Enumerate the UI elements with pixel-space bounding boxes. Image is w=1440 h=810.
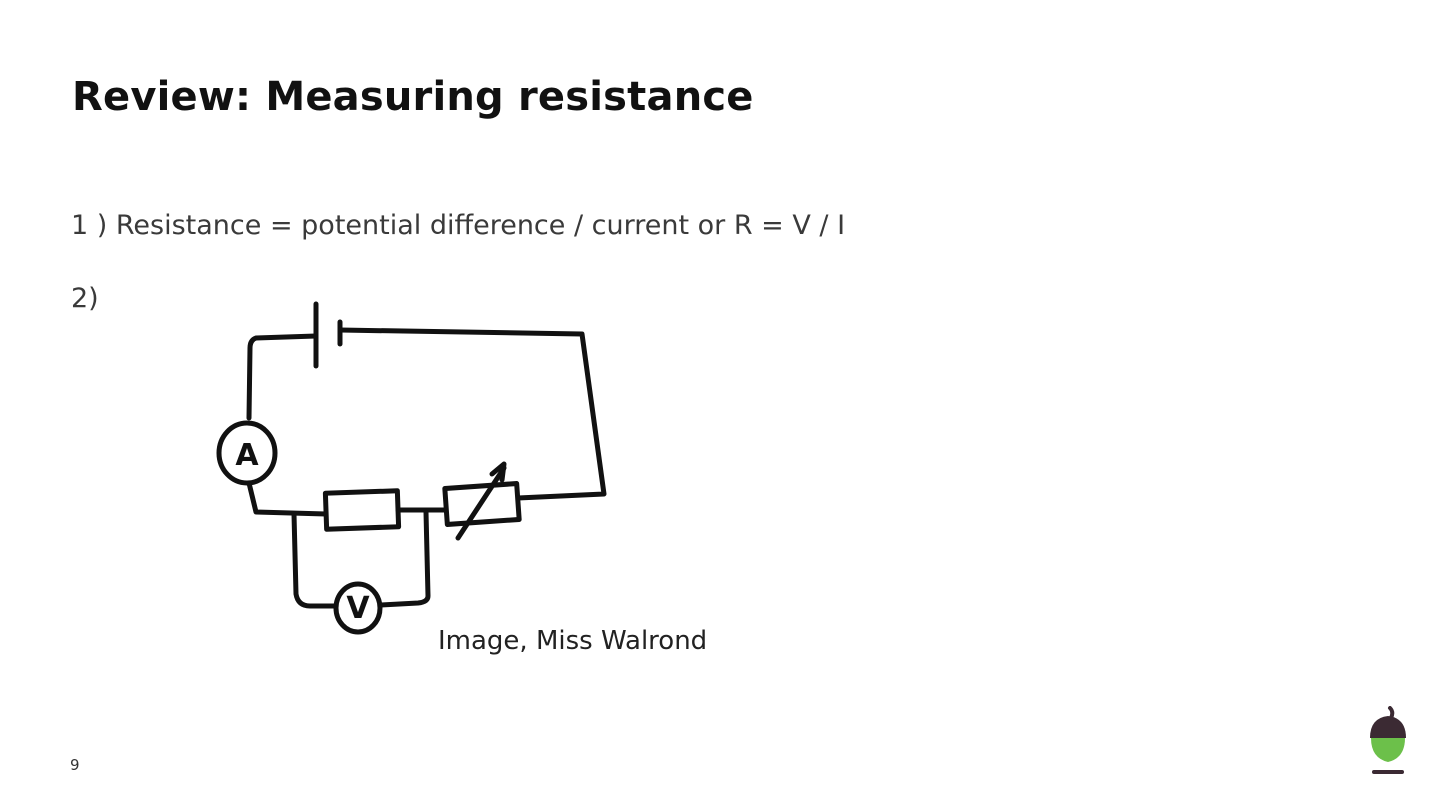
voltmeter-letter: V [346,591,370,626]
page-number: 9 [70,756,80,774]
ammeter-letter: A [235,438,259,473]
wire-top-right [337,327,607,501]
wire-left-down [246,480,329,517]
variable-resistor-arrow [455,465,507,541]
acorn-logo-icon [1370,706,1406,774]
wire-voltmeter-left [291,511,339,609]
variable-resistor [442,481,522,527]
image-caption: Image, Miss Walrond [438,626,708,656]
point-circuit-label: 2) [71,283,99,314]
wire-voltmeter-right [377,509,431,608]
wire-top-left [246,333,319,421]
voltmeter-symbol [333,581,383,635]
slide-title: Review: Measuring resistance [72,74,754,120]
circuit-diagram: A V [216,301,607,635]
fixed-resistor [322,488,402,532]
variable-resistor-arrowhead [489,461,507,483]
point-resistance-formula: 1 ) Resistance = potential difference / … [71,210,846,241]
